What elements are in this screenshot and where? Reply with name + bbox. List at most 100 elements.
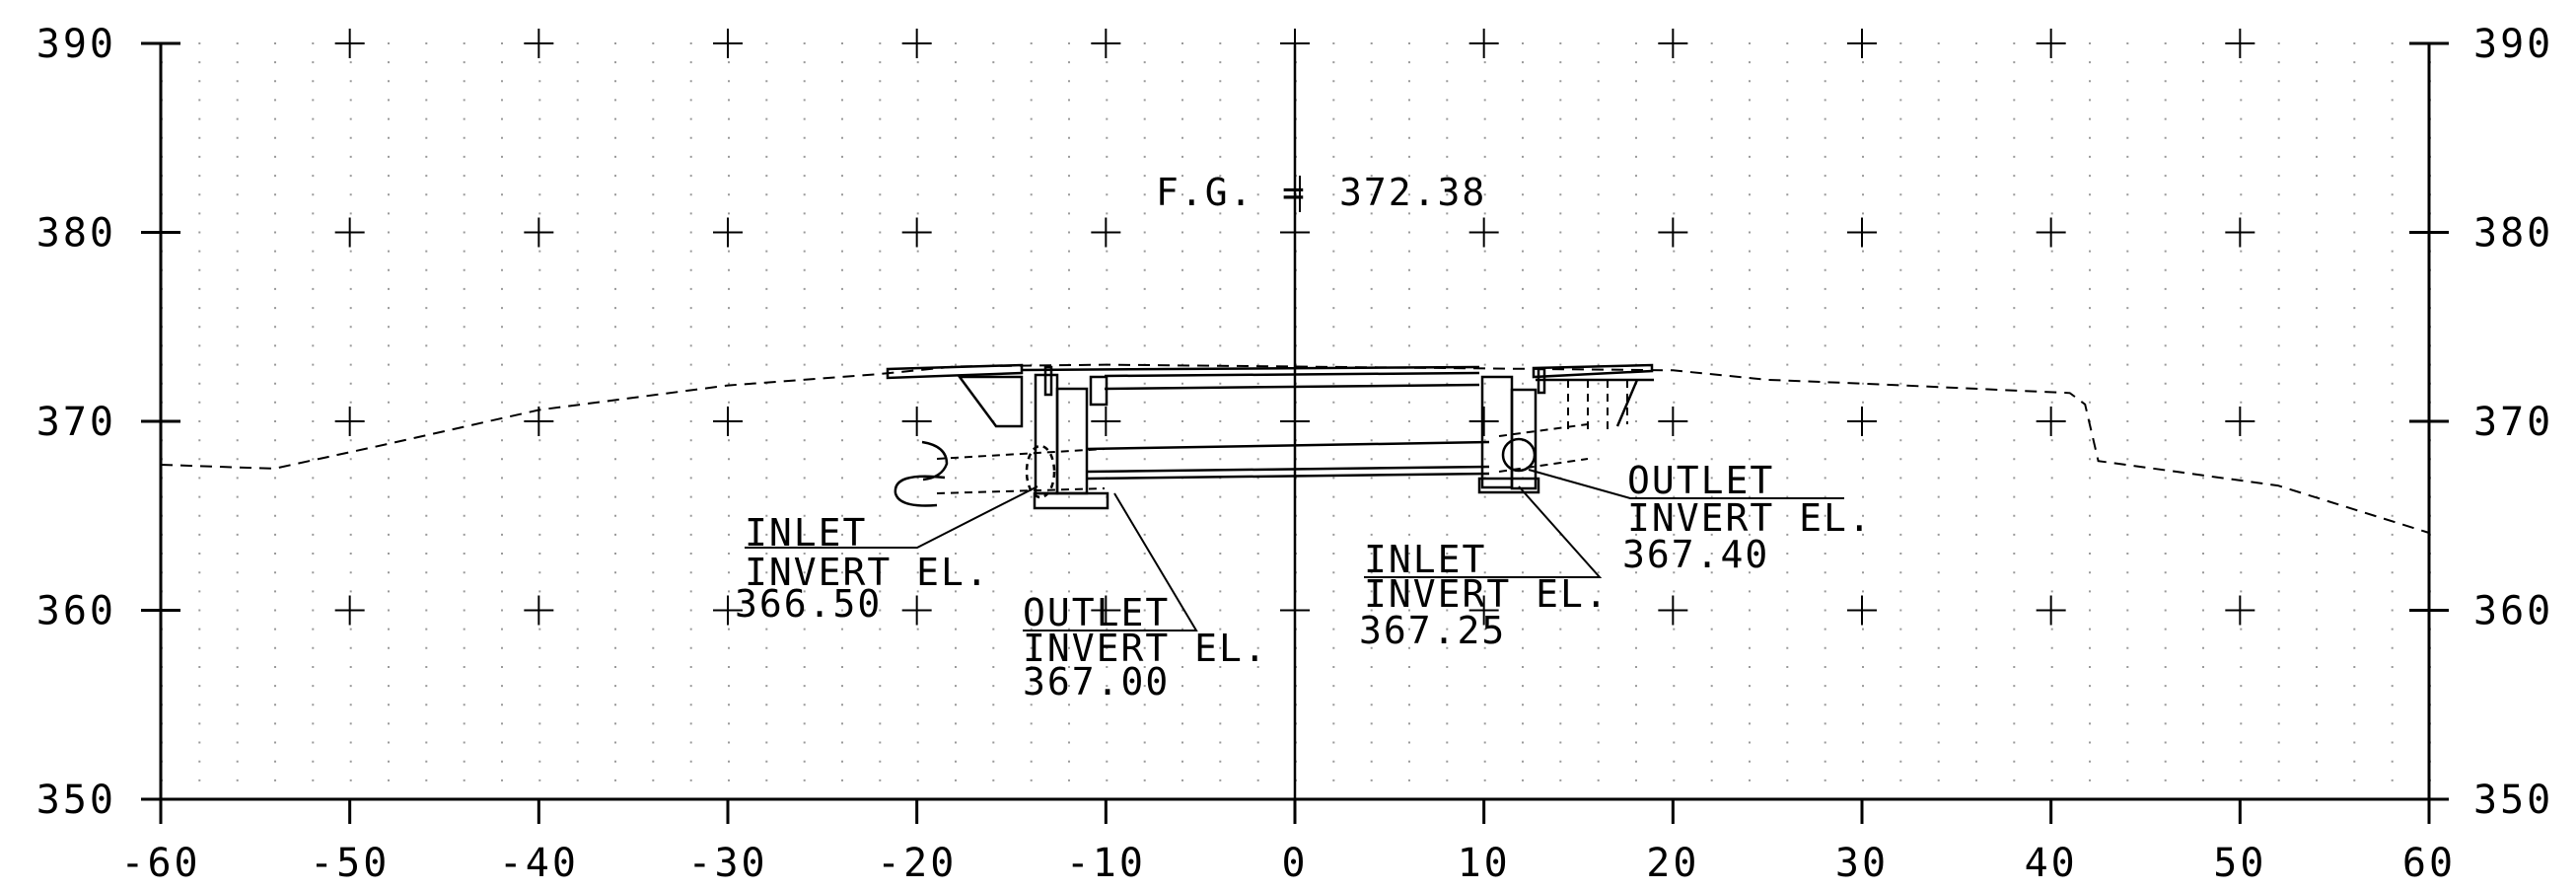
grid-cross (524, 217, 554, 248)
grid-cross (1847, 217, 1877, 248)
grid-cross (713, 217, 743, 248)
left-pipe-opening (1025, 444, 1056, 499)
x-tick-label: 30 (1835, 841, 1889, 886)
grid-crosses (334, 29, 2255, 626)
channel-curve-lower (894, 475, 946, 507)
x-tick-label: -30 (687, 841, 767, 886)
barrel-top (1086, 440, 1490, 451)
y-tick-label-left: 380 (36, 211, 116, 257)
barrel-bottom (1086, 472, 1490, 481)
outlet-left-leader (1023, 492, 1198, 631)
outlet-left-value: 367.00 (1023, 660, 1170, 704)
top-slab-bottom (1104, 383, 1480, 391)
left-parapet (1043, 365, 1053, 397)
y-tick-label-right: 370 (2473, 400, 2553, 445)
grid-cross (713, 595, 743, 626)
grid-cross (1468, 407, 1499, 436)
y-tick-label-left: 370 (36, 400, 116, 445)
grid-cross (901, 595, 932, 626)
outlet-right-line1: OUTLET (1627, 459, 1774, 502)
grid-cross (901, 217, 932, 248)
left-footing (1033, 491, 1109, 510)
grid-cross (1658, 407, 1688, 436)
outlet-right-line2: INVERT EL. (1627, 496, 1873, 540)
y-tick-label-right: 390 (2473, 22, 2553, 67)
outlet-left-line2: INVERT EL. (1023, 627, 1268, 670)
grid-cross (713, 29, 743, 58)
right-pipe-bottom (1498, 458, 1589, 473)
left-pipe-bottom (936, 487, 1106, 494)
leader-lines (745, 176, 1844, 631)
fg-equals: = (1282, 171, 1307, 214)
grid-cross (1658, 595, 1688, 626)
x-tick-label: 0 (1281, 841, 1308, 886)
inlet-left-leader (745, 485, 1038, 549)
grid-cross (2225, 29, 2255, 58)
grid-cross (2036, 407, 2066, 436)
fg-value: 372.38 (1339, 171, 1486, 214)
grid-cross (2036, 217, 2066, 248)
grid-cross (1091, 29, 1121, 58)
outlet-right-value: 367.40 (1622, 533, 1769, 576)
grid-cross (334, 217, 365, 248)
barrel-invert (1086, 465, 1490, 474)
grid-cross (1847, 595, 1877, 626)
y-tick-label-right: 350 (2473, 778, 2553, 823)
right-pipe-opening (1501, 437, 1537, 473)
inlet-right-line1: INLET (1364, 538, 1486, 581)
x-tick-label: -50 (310, 841, 390, 886)
grid-cross (334, 595, 365, 626)
x-tick-label: -10 (1066, 841, 1146, 886)
right-footing (1477, 477, 1540, 494)
inlet-left-value: 366.50 (735, 582, 882, 626)
grid-cross (334, 407, 365, 436)
outlet-right-leader (1528, 469, 1844, 499)
right-wingwall-line2 (1615, 379, 1639, 427)
grid-cross (2225, 407, 2255, 436)
grid-cross (901, 407, 932, 436)
pipe-details (936, 380, 1628, 494)
x-tick-label: 20 (1646, 841, 1699, 886)
x-tick-label: -20 (877, 841, 957, 886)
y-tick-label-left: 360 (36, 589, 116, 634)
grid-cross (2225, 595, 2255, 626)
axes (141, 41, 2449, 824)
y-tick-label-right: 380 (2473, 211, 2553, 257)
grid-cross (524, 29, 554, 58)
x-tick-label: 10 (1458, 841, 1511, 886)
ground-profile-layer (160, 363, 2430, 534)
left-pipe-top (936, 448, 1106, 460)
x-tick-label: -40 (499, 841, 579, 886)
y-tick-label-left: 390 (36, 22, 116, 67)
right-pipe-top (1498, 423, 1589, 437)
channel-symbol (894, 440, 949, 507)
inlet-right-line2: INVERT EL. (1364, 572, 1610, 616)
grid-cross (1658, 217, 1688, 248)
right-headwall-outer (1510, 388, 1538, 490)
inlet-left-line2: INVERT EL. (745, 551, 990, 594)
deck-slab (886, 363, 1024, 380)
grid-cross (1847, 29, 1877, 58)
grid-cross (1468, 595, 1499, 626)
annotations: F.G. = 372.38 INLET INVERT EL. 366.50 OU… (735, 171, 1873, 704)
grid-cross (1468, 217, 1499, 248)
left-wingwall (957, 375, 1024, 428)
grid-cross (713, 407, 743, 436)
inlet-left-line1: INLET (745, 511, 867, 555)
grid-cross (1091, 595, 1121, 626)
grid-cross (1468, 29, 1499, 58)
x-tick-label: -60 (120, 841, 200, 886)
outlet-left-line1: OUTLET (1023, 591, 1170, 634)
inlet-right-value: 367.25 (1359, 609, 1506, 652)
grid-cross (1658, 29, 1688, 58)
y-tick-label-left: 350 (36, 778, 116, 823)
grid-cross (901, 29, 932, 58)
x-tick-label: 60 (2402, 841, 2456, 886)
grid-cross (1091, 217, 1121, 248)
grid-cross (524, 407, 554, 436)
culvert-structure (886, 363, 1654, 510)
grid-cross (524, 595, 554, 626)
ground-profile-line (160, 363, 2430, 534)
